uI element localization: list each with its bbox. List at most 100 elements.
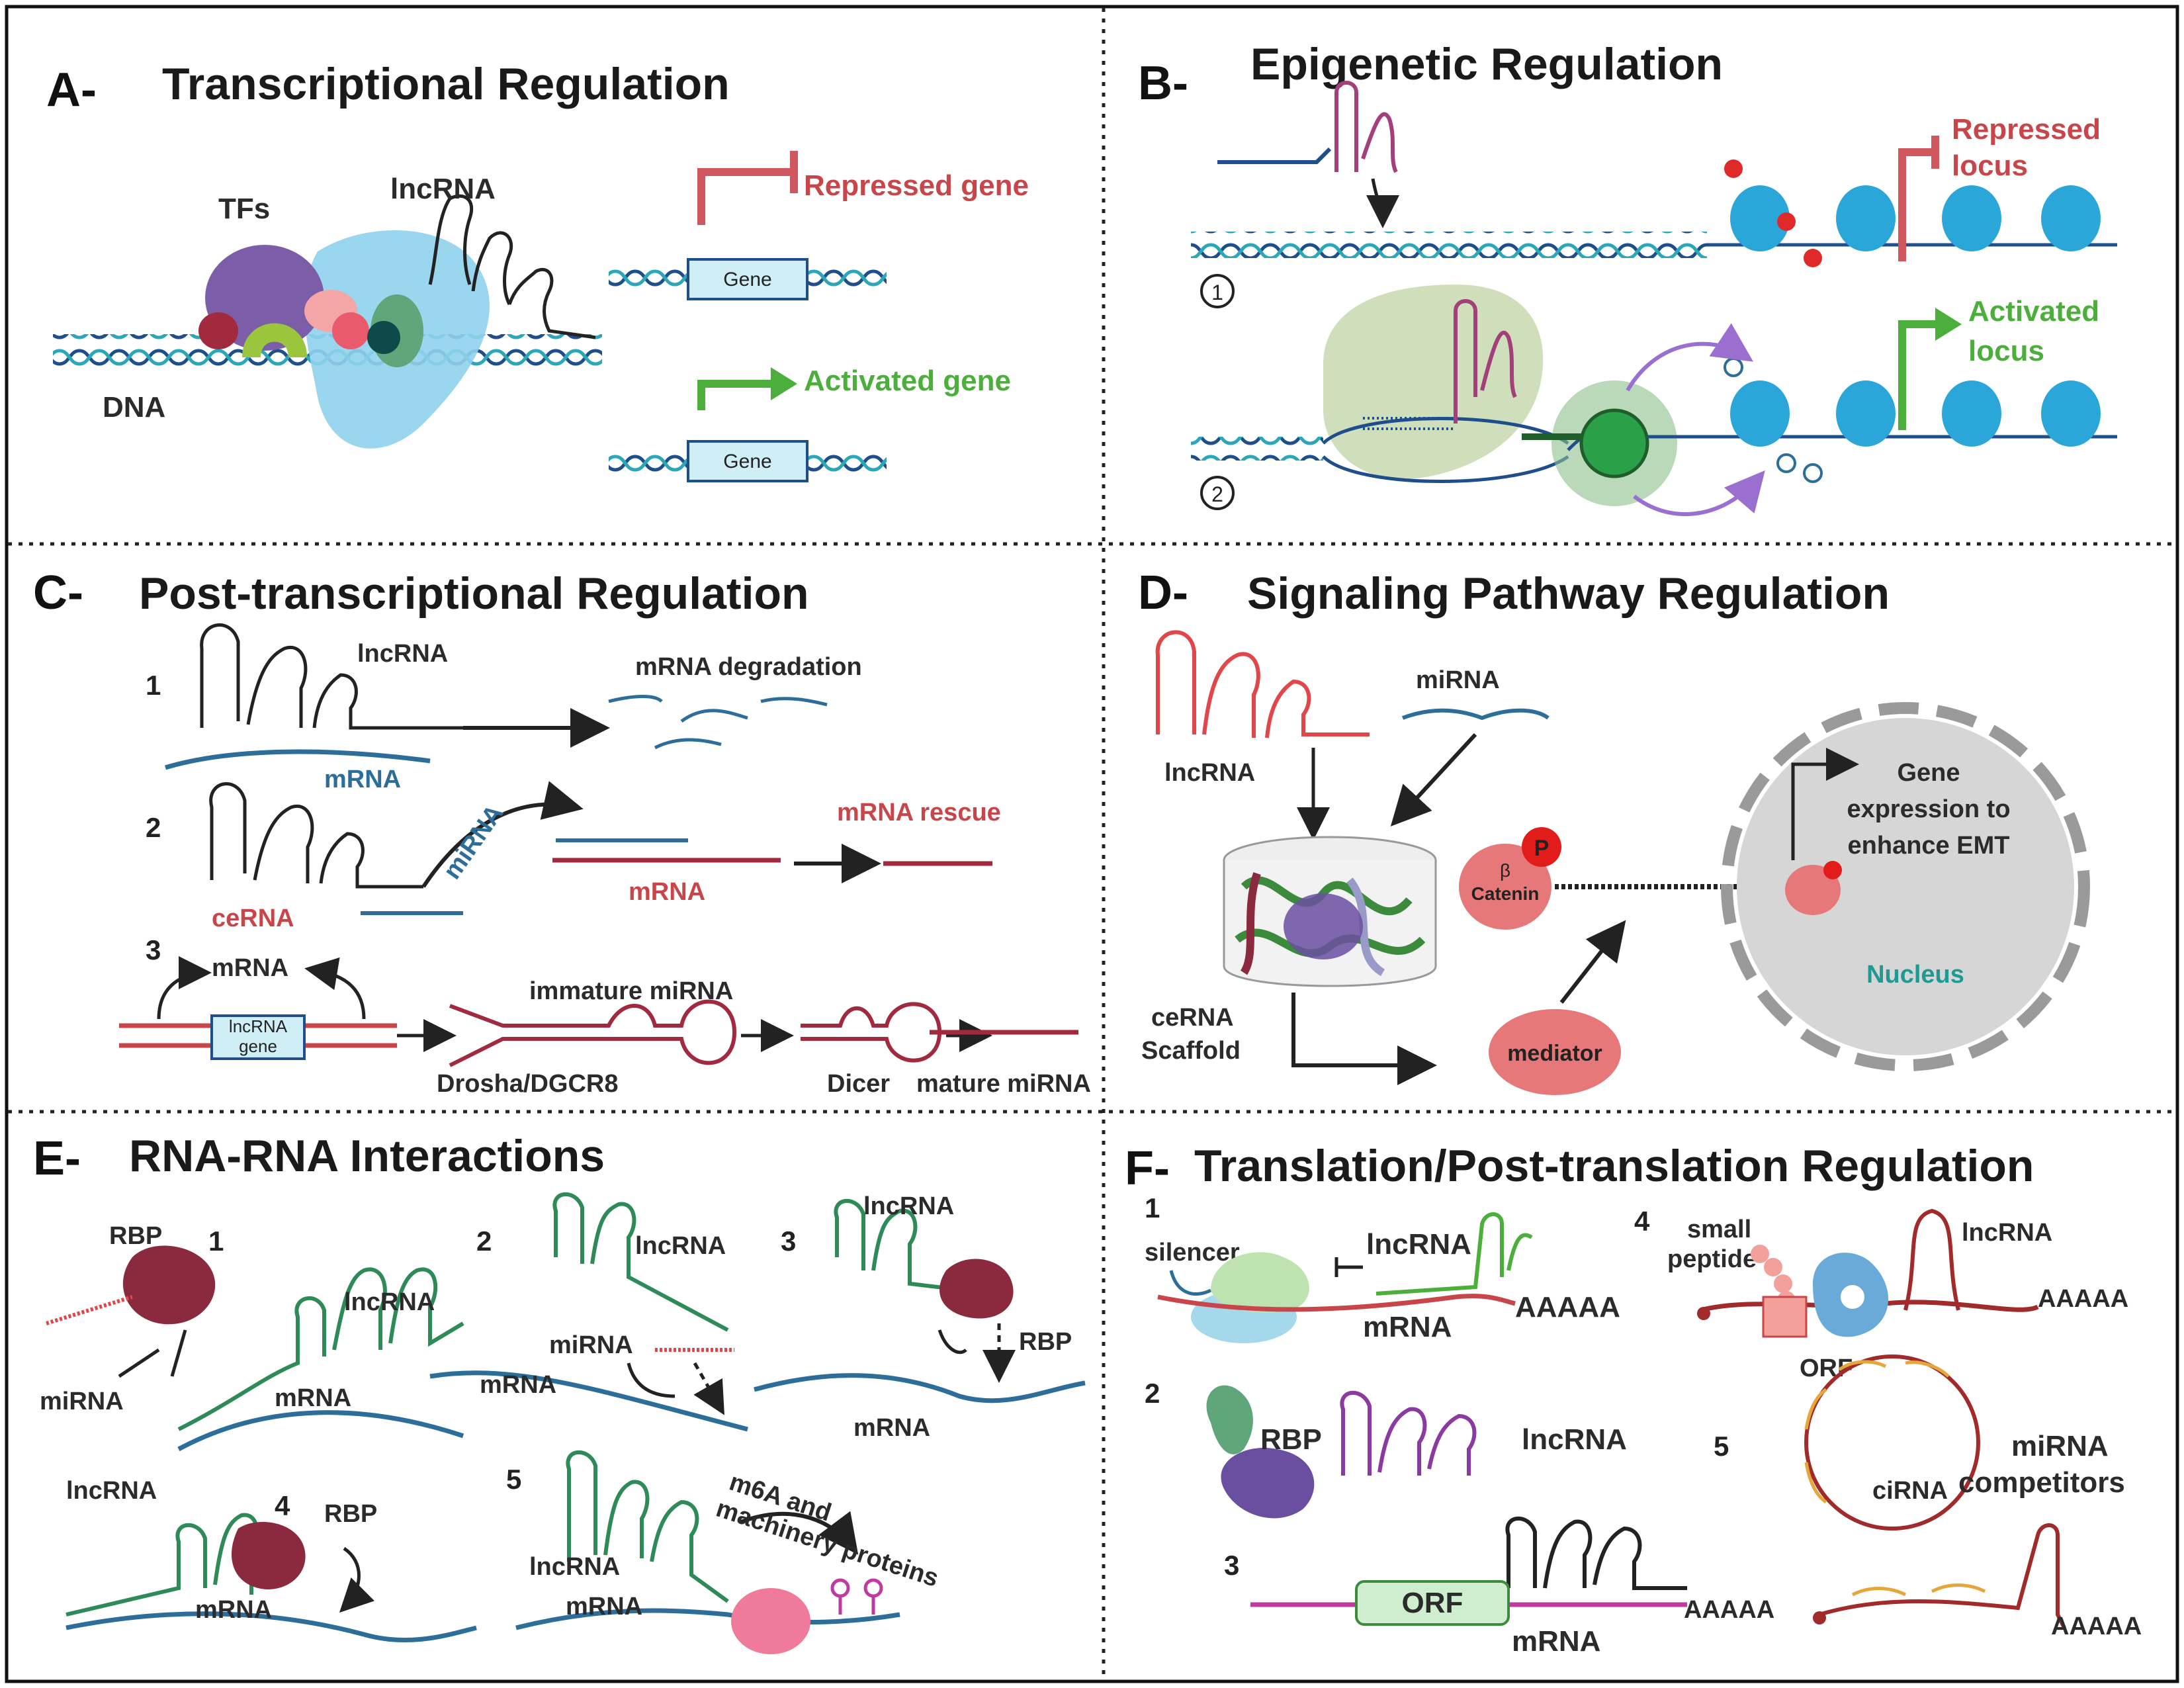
label-e-n4: 4	[275, 1490, 290, 1521]
mirna-bound-mrna-f5	[1851, 1583, 1986, 1597]
panel-f-title: Translation/Post-translation Regulation	[1194, 1141, 2034, 1191]
figure-border	[5, 5, 2179, 1683]
label-f-polya4: AAAAA	[2038, 1285, 2128, 1313]
panel-d: D- Signaling Pathway Regulation lncRNA m…	[1138, 566, 2090, 1095]
label-f-lncrna1: lncRNA	[1366, 1228, 1471, 1261]
panel-c-letter: C-	[33, 566, 83, 619]
nuclear-beta-catenin	[1785, 865, 1841, 915]
pri-mirna	[449, 999, 737, 1067]
phospho-p	[1522, 827, 1561, 867]
repressed-locus-arrow	[1898, 148, 1935, 261]
mirna-bound-cirna	[1804, 1360, 1950, 1504]
label-f-cirna: ciRNA	[1872, 1477, 1948, 1505]
label-d-cerna-2: Scaffold	[1141, 1037, 1241, 1065]
panel-c-title: Post-transcriptional Regulation	[139, 568, 809, 619]
ribosome-large-f1	[1211, 1252, 1309, 1313]
label-c-n1: 1	[146, 670, 161, 701]
arrow-c3-right	[304, 957, 366, 1020]
label-c-dicer: Dicer	[827, 1070, 890, 1098]
panel-e-title: RNA-RNA Interactions	[129, 1131, 605, 1181]
label-f-n5: 5	[1714, 1431, 1729, 1462]
rbp-e1	[122, 1245, 216, 1325]
circle-num-b1	[1200, 274, 1235, 308]
m6a-marks	[830, 1578, 883, 1615]
activated-arrowhead	[771, 367, 797, 400]
arrow-d-scaffold	[1291, 993, 1437, 1085]
label-d-p: P	[1534, 836, 1550, 861]
mirna-e1	[46, 1295, 133, 1325]
label-repressed-locus-2: locus	[1952, 150, 2028, 182]
tf-green-arc	[242, 323, 307, 359]
activated-arrow	[697, 380, 774, 410]
dna-b1	[1191, 232, 1707, 258]
arrow-b2-up	[1626, 323, 1753, 392]
panel-b-title: Epigenetic Regulation	[1250, 39, 1723, 89]
cirna-circle	[1804, 1355, 1980, 1531]
lncrna-hairpin-b2	[1454, 299, 1517, 423]
lncrna-hairpin	[428, 194, 596, 339]
label-d-lncrna: lncRNA	[1164, 759, 1255, 787]
tf-red-small	[332, 312, 369, 349]
complex-blob-b2	[1323, 285, 1544, 479]
label-f-polya3: AAAAA	[1684, 1596, 1774, 1624]
panel-a-letter: A-	[46, 64, 97, 116]
label-e-lncrna1: lncRNA	[344, 1288, 435, 1316]
mrna-e3	[754, 1373, 1086, 1403]
arrow-c3-left	[157, 956, 212, 1020]
label-f-polya1: AAAAA	[1515, 1291, 1620, 1323]
label-b-n2: 2	[1211, 482, 1223, 506]
label-lncrna-gene-2: gene	[239, 1036, 277, 1056]
label-c-degradation: mRNA degradation	[635, 653, 862, 681]
panel-d-letter: D-	[1138, 566, 1188, 619]
label-e-n1: 1	[208, 1225, 224, 1257]
dna-right-1	[807, 265, 887, 294]
inhibit-e2	[627, 1362, 676, 1398]
scaffold-protein	[1284, 893, 1363, 959]
panel-e-letter: E-	[33, 1132, 81, 1185]
label-e-lncrna4: lncRNA	[66, 1477, 157, 1505]
panel-a-title: Transcriptional Regulation	[162, 59, 730, 109]
panel-b: B- Epigenetic Regulation Repressed locus…	[1138, 39, 2117, 517]
methyl-marks-b1	[1724, 159, 1822, 267]
label-activated-gene: Activated gene	[804, 365, 1011, 397]
label-d-beta: β	[1500, 860, 1510, 881]
lncrna-f1	[1376, 1212, 1533, 1296]
label-e-rbp4: RBP	[324, 1500, 377, 1528]
activated-locus-arrow	[1898, 320, 1939, 430]
dna-left-2	[609, 447, 688, 476]
arrow-d-gene-expression	[1791, 748, 1859, 860]
label-e-mrna3: mRNA	[853, 1414, 930, 1442]
label-c-mature: mature miRNA	[916, 1070, 1091, 1098]
mrna-e1	[177, 1410, 464, 1452]
label-e-rbp3: RBP	[1019, 1328, 1072, 1356]
label-f-n4: 4	[1634, 1206, 1650, 1237]
lncrna-e1	[177, 1267, 464, 1431]
label-f-competitors-1: miRNA	[2011, 1430, 2109, 1462]
label-d-gene-1: Gene	[1897, 759, 1960, 787]
nucleosomes-b1	[1730, 185, 2101, 251]
label-lncrna-a: lncRNA	[390, 173, 496, 205]
mrna-f5-cap	[1813, 1611, 1826, 1624]
label-f-n2: 2	[1145, 1378, 1160, 1409]
gene-box-1	[687, 258, 808, 300]
orf-box-f4	[1762, 1296, 1808, 1338]
panel-f: F- Translation/Post-translation Regulati…	[1125, 1141, 2142, 1658]
label-f-silencer: silencer	[1145, 1239, 1240, 1266]
arrow-d-mediator	[1559, 920, 1626, 1004]
label-d-gene-2: expression to	[1847, 795, 2010, 823]
silencer-strand	[1169, 1270, 1212, 1296]
degraded-fragments	[608, 695, 828, 750]
label-d-cerna-1: ceRNA	[1151, 1004, 1234, 1032]
label-e-mirna2: miRNA	[549, 1331, 633, 1359]
mrna-f5	[1819, 1523, 2066, 1629]
label-e-mrna2: mRNA	[480, 1371, 556, 1399]
label-c-mrna3: mRNA	[212, 954, 288, 982]
label-activated-locus-1: Activated	[1968, 295, 2099, 328]
label-f-orf3: ORF	[1402, 1587, 1463, 1619]
pre-mirna	[801, 1002, 942, 1063]
inhibit-e3	[938, 1329, 967, 1355]
lncrna-e2	[552, 1192, 729, 1332]
lncrna-hairpin-b1	[1334, 81, 1398, 173]
label-e-lncrna5: lncRNA	[529, 1553, 620, 1581]
